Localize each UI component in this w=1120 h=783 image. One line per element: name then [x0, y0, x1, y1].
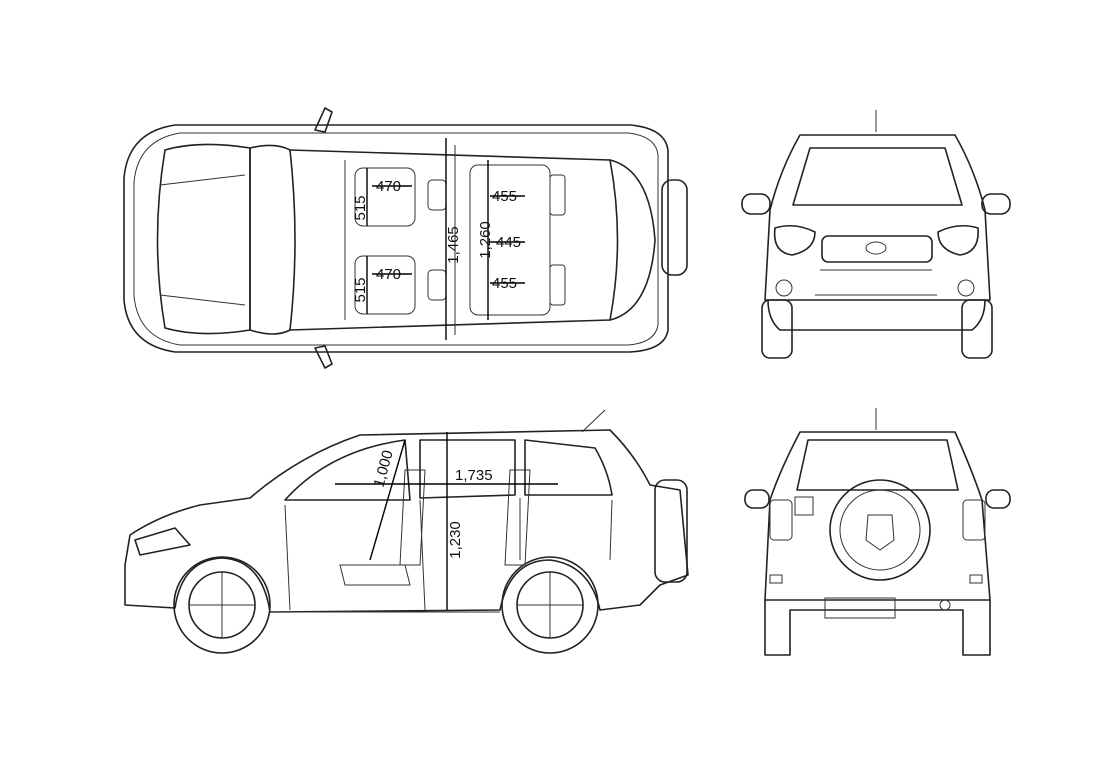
front-view [741, 110, 1011, 359]
top-view [123, 107, 688, 369]
dim-rear-seat-lower: 455 [492, 275, 517, 292]
dim-rear-width: 1,260 [477, 221, 494, 259]
dim-seat-width-front-right: 470 [376, 266, 401, 283]
rear-view [744, 408, 1011, 656]
dim-interior-width: 1,465 [445, 226, 462, 264]
dim-rear-seat-upper: 455 [492, 188, 517, 205]
dim-cabin-length: 1,735 [455, 467, 493, 484]
dim-seat-width-front-left: 470 [376, 178, 401, 195]
dim-interior-height: 1,230 [447, 521, 464, 559]
dim-seat-depth-front-right: 515 [352, 277, 369, 302]
dim-rear-center: 445 [496, 234, 521, 251]
dim-seat-depth-front-left: 515 [352, 195, 369, 220]
side-view [124, 409, 689, 654]
